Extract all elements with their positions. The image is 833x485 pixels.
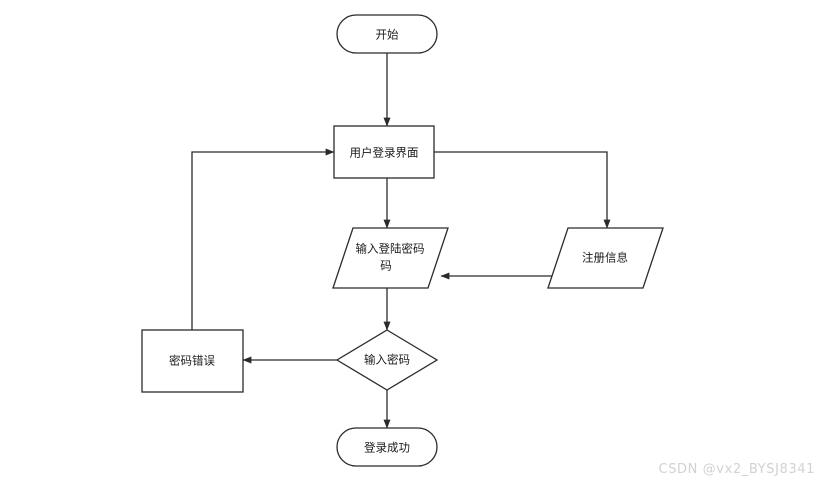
node-register-info-label: 注册信息 [582,251,628,265]
edge-error-to-login [191,148,335,330]
node-login-success[interactable]: 登录成功 [336,427,438,467]
edge-login-to-register [434,151,611,229]
node-register-info[interactable]: 注册信息 [547,227,664,289]
node-enter-password-input-label-line2: 码 [380,259,392,273]
node-start[interactable]: 开始 [336,14,438,54]
node-login-screen[interactable]: 用户登录界面 [333,125,435,179]
node-login-success-label: 登录成功 [364,441,410,455]
node-password-decision-label: 输入密码 [364,353,410,367]
node-enter-password-input-label-line1: 输入登陆密码 [356,242,425,256]
node-start-label: 开始 [376,28,399,42]
node-password-error[interactable]: 密码错误 [141,329,244,393]
node-password-decision[interactable]: 输入密码 [335,329,439,391]
node-password-error-label: 密码错误 [169,354,215,368]
node-enter-password-input[interactable]: 输入登陆密码 码 [332,227,449,289]
csdn-watermark: CSDN @vx2_BYSJ8341 [658,462,815,477]
node-login-screen-label: 用户登录界面 [350,146,419,160]
